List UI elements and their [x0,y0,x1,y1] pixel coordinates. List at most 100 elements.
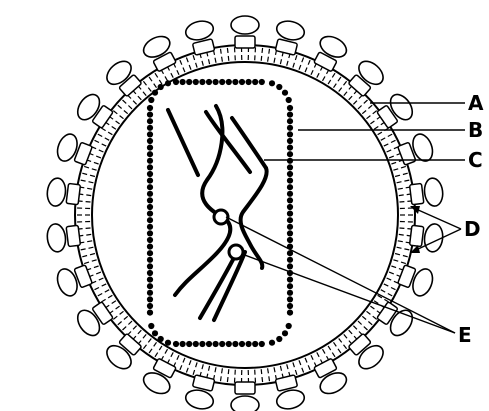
spike-icon [46,223,67,253]
membrane-tick [280,366,281,371]
membrane-tick [287,364,288,369]
capsid-dot [276,84,282,90]
membrane-tick [274,58,275,63]
membrane-tick [98,294,102,296]
capsid-dot [287,290,293,296]
membrane-tick [364,100,368,103]
capsid-dot [193,79,199,85]
capsid-dot [287,310,293,316]
membrane-tick [92,169,97,170]
capsid-dot [287,171,293,177]
capsid-dot [147,105,153,111]
capsid-dot [147,250,153,256]
capsid-dot [180,341,186,347]
capsid-dot [147,257,153,263]
capsid-dot [165,340,171,346]
membrane-tick [202,364,203,369]
lipid-bilayer-ticks [77,47,413,383]
membrane-tick [82,173,87,174]
capsid-dot [147,290,153,296]
capsid-dot [152,330,158,336]
membrane-tick [128,106,132,109]
membrane-tick [82,256,87,257]
membrane-tick [308,60,310,65]
membrane-tick [118,105,122,108]
membrane-tick [299,360,301,365]
membrane-tick [87,241,92,242]
membrane-tick [193,370,195,375]
strand-4 [175,106,230,295]
label-a: A [468,91,484,115]
membrane-tick [338,77,341,81]
membrane-tick [92,260,97,261]
membrane-tick [108,132,112,135]
membrane-tick [302,58,304,63]
membrane-tick [364,327,368,330]
capsid-dot [148,97,154,103]
capsid-dot [165,80,171,86]
membrane-tick [95,288,100,290]
capsid-dot [286,323,292,329]
membrane-tick [381,138,385,140]
membrane-tick [368,105,372,108]
capsid-dot [287,257,293,263]
membrane-tick [317,352,319,356]
membrane-tick [328,80,331,84]
membrane-tick [177,70,179,75]
membrane-tick [108,295,112,298]
spike-icon [231,396,259,411]
capsid-dot [147,230,153,236]
capsid-dot [147,296,153,302]
membrane-tick [112,301,116,304]
membrane-tick [98,134,102,136]
membrane-tick [183,68,185,73]
capsid-dot [147,303,153,309]
spike-stalk [235,382,255,394]
capsid-dot [239,341,245,347]
membrane-tick [397,247,402,248]
membrane-tick [293,63,295,68]
capsid-dot [147,270,153,276]
capsid-dot [287,145,293,151]
capsid-dot [173,79,179,85]
capsid-dot [147,118,153,124]
membrane-tick [323,349,326,353]
membrane-tick [128,321,132,324]
capsid-dot [147,197,153,203]
reverse-transcriptase-2 [229,245,243,259]
capsid-dot [147,178,153,184]
spike-icon [46,177,67,207]
membrane-tick [84,166,89,168]
membrane-tick [186,58,188,63]
membrane-tick [112,127,116,130]
capsid-dot [259,79,265,85]
membrane-tick [143,81,146,85]
capsid-dot [147,204,153,210]
membrane-tick [311,70,313,75]
membrane-tick [113,111,117,114]
membrane-tick [404,249,409,250]
membrane-tick [349,330,352,334]
membrane-tick [384,284,389,286]
spike-stalk [192,375,214,391]
label-e: E [458,323,472,347]
membrane-tick [95,140,100,142]
capsid-dot [158,336,164,342]
capsid-dot [147,191,153,197]
membrane-tick [209,59,210,64]
membrane-tick [389,156,394,158]
capsid-dot [186,341,192,347]
membrane-tick [368,322,372,325]
capsid-dot [286,97,292,103]
viral-envelope [46,16,444,411]
membrane-tick [367,311,371,314]
membrane-tick [262,48,263,53]
membrane-tick [339,339,342,343]
membrane-tick [323,76,326,80]
membrane-tick [228,369,229,374]
membrane-tick [180,365,182,370]
membrane-tick [215,367,216,372]
membrane-tick [391,162,396,164]
capsid-dot [252,341,258,347]
membrane-tick [398,188,403,189]
